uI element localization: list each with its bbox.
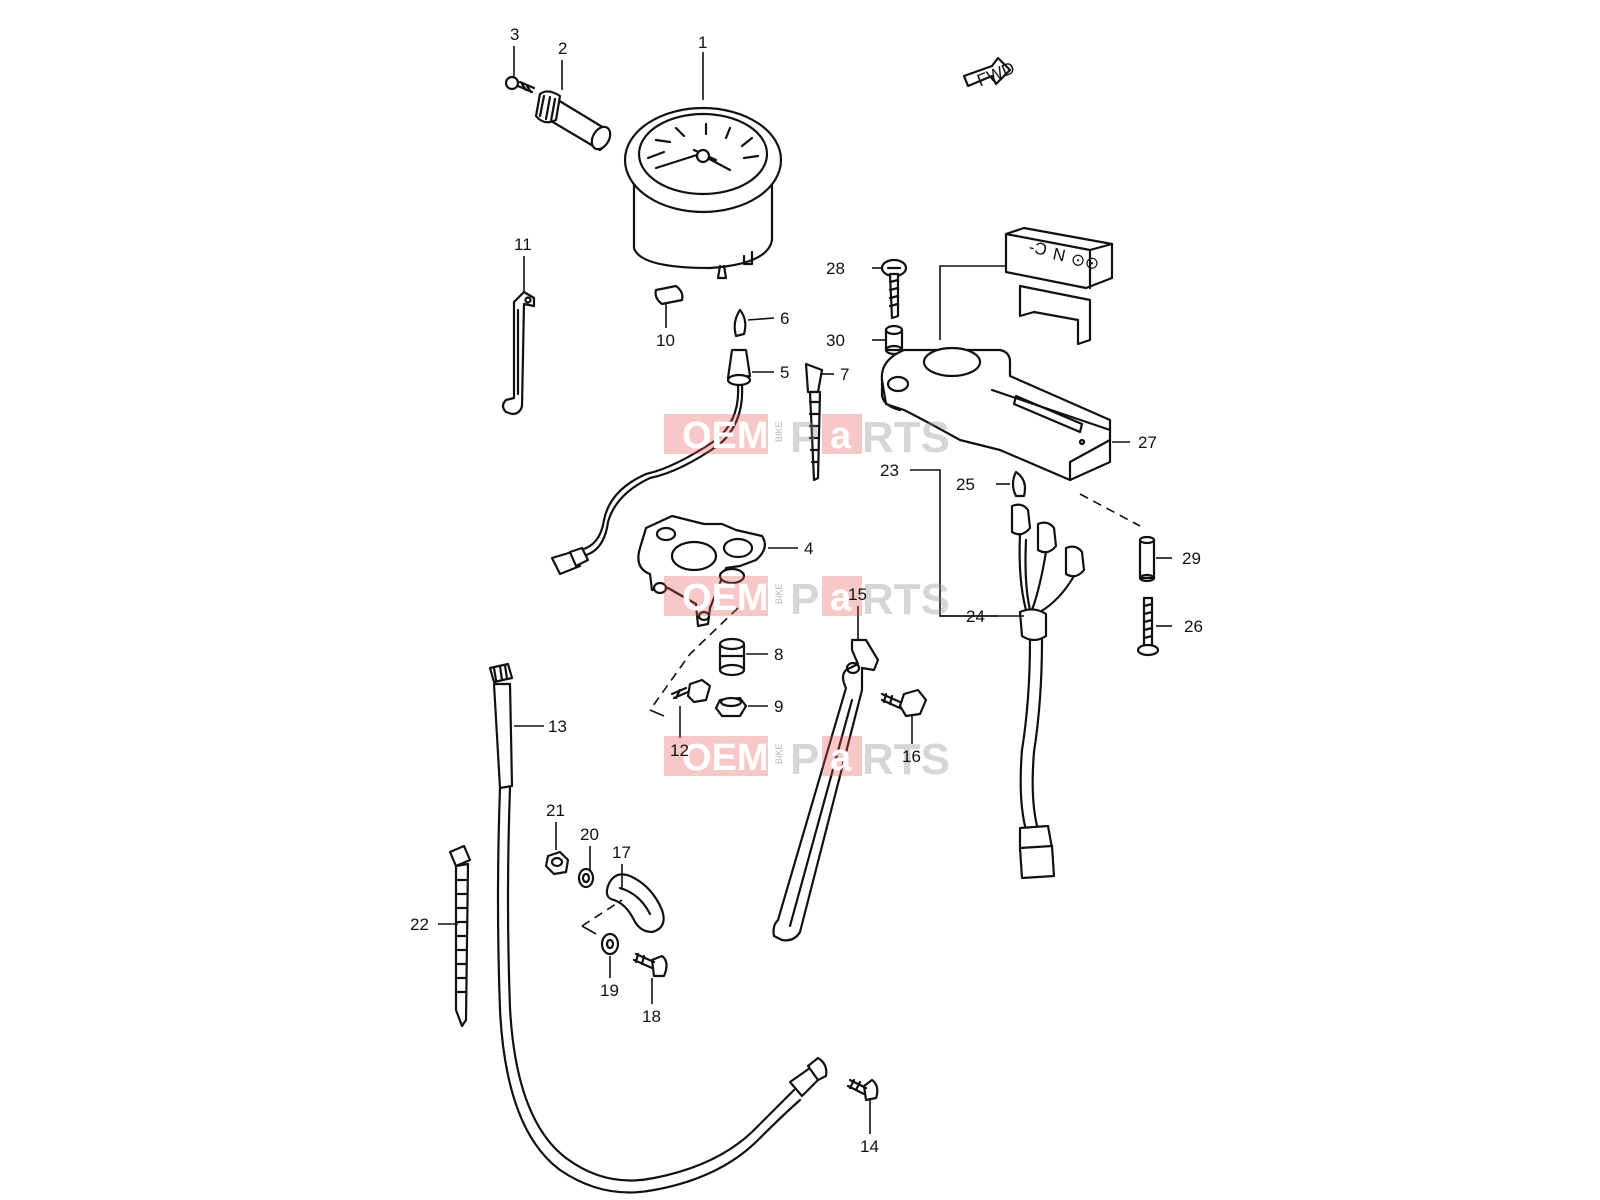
washer-part-19 bbox=[600, 932, 620, 956]
callout-14: 14 bbox=[860, 1137, 879, 1156]
callout-7: 7 bbox=[840, 365, 849, 384]
watermark-middle: OEM BIKE P a RTS bbox=[664, 575, 950, 624]
bolt-part-16 bbox=[880, 688, 928, 718]
indicator-symbol-neutral-high: -Ͻ bbox=[1027, 237, 1049, 259]
fwd-label: FWD bbox=[974, 58, 1017, 90]
callout-10: 10 bbox=[656, 331, 675, 350]
callout-30: 30 bbox=[826, 331, 845, 350]
callout-13: 13 bbox=[548, 717, 567, 736]
watermark-top: OEM BIKE P a RTS bbox=[664, 413, 950, 462]
callout-18: 18 bbox=[642, 1007, 661, 1026]
bolt-part-12 bbox=[670, 678, 712, 704]
wire-harness-part-24 bbox=[1010, 503, 1086, 880]
callout-25: 25 bbox=[956, 475, 975, 494]
callout-22: 22 bbox=[410, 915, 429, 934]
svg-text:OEM: OEM bbox=[682, 737, 769, 779]
indicator-lens: -Ͻ N ⊙⊙ bbox=[1004, 226, 1114, 346]
svg-text:a: a bbox=[830, 577, 852, 619]
svg-text:RTS: RTS bbox=[862, 413, 950, 462]
svg-text:BIKE: BIKE bbox=[774, 743, 784, 764]
nut-part-9 bbox=[714, 696, 748, 718]
spacer-part-30 bbox=[884, 324, 904, 356]
svg-text:a: a bbox=[830, 737, 852, 779]
callout-21: 21 bbox=[546, 801, 565, 820]
svg-text:P: P bbox=[790, 575, 819, 624]
cable-tie-part-22 bbox=[448, 844, 472, 1028]
svg-text:RTS: RTS bbox=[862, 735, 950, 784]
callout-labels: 1 2 3 4 5 6 7 8 9 10 11 12 13 14 15 16 1… bbox=[410, 25, 1203, 1156]
speedo-cable-part-13 bbox=[488, 662, 828, 1194]
cable-tie-part-7 bbox=[804, 362, 824, 482]
screw-part-3 bbox=[504, 75, 536, 94]
bracket-part-15 bbox=[772, 638, 880, 942]
callout-20: 20 bbox=[580, 825, 599, 844]
svg-text:OEM: OEM bbox=[682, 577, 769, 619]
callout-26: 26 bbox=[1184, 617, 1203, 636]
bulb-part-25 bbox=[1011, 470, 1027, 498]
callout-17: 17 bbox=[612, 843, 631, 862]
callout-19: 19 bbox=[600, 981, 619, 1000]
bracket-part-4 bbox=[637, 514, 767, 628]
watermark-bottom: OEM BIKE P a RTS bbox=[664, 735, 950, 784]
screw-part-28 bbox=[880, 258, 908, 320]
callout-29: 29 bbox=[1182, 549, 1201, 568]
callout-4: 4 bbox=[804, 539, 813, 558]
callout-27: 27 bbox=[1138, 433, 1157, 452]
strap-part-11 bbox=[501, 290, 536, 416]
svg-text:BIKE: BIKE bbox=[774, 583, 784, 604]
callout-28: 28 bbox=[826, 259, 845, 278]
callout-24: 24 bbox=[966, 607, 985, 626]
washer-part-20 bbox=[577, 867, 595, 889]
svg-text:P: P bbox=[790, 735, 819, 784]
screw-part-26 bbox=[1136, 596, 1160, 657]
grommet-part-8 bbox=[718, 637, 746, 677]
indicator-symbol-neutral: N bbox=[1051, 244, 1067, 265]
callout-5: 5 bbox=[780, 363, 789, 382]
svg-text:OEM: OEM bbox=[682, 415, 769, 457]
cable-adapter-part-2 bbox=[534, 90, 612, 152]
callout-6: 6 bbox=[780, 309, 789, 328]
callout-9: 9 bbox=[774, 697, 783, 716]
screw-part-14 bbox=[846, 1078, 879, 1102]
nut-part-21 bbox=[544, 850, 570, 876]
indicator-housing-part-27 bbox=[880, 346, 1112, 482]
callout-23: 23 bbox=[880, 461, 899, 480]
socket-part-5 bbox=[550, 348, 752, 576]
svg-text:P: P bbox=[790, 413, 819, 462]
bulb-part-6 bbox=[733, 308, 747, 338]
callout-3: 3 bbox=[510, 25, 519, 44]
leader-lines bbox=[438, 46, 1172, 1134]
speedometer-part-1 bbox=[623, 106, 783, 280]
callout-1: 1 bbox=[698, 33, 707, 52]
clamp-part-17 bbox=[605, 873, 665, 934]
callout-11: 11 bbox=[514, 235, 532, 254]
callout-8: 8 bbox=[774, 645, 783, 664]
screw-part-18 bbox=[632, 952, 668, 978]
svg-text:RTS: RTS bbox=[862, 575, 950, 624]
callout-2: 2 bbox=[558, 39, 567, 58]
callout-16: 16 bbox=[902, 747, 921, 766]
cap-part-10 bbox=[654, 284, 684, 306]
fwd-arrow-icon: FWD bbox=[962, 56, 1017, 90]
callout-12: 12 bbox=[670, 741, 689, 760]
spacer-part-29 bbox=[1138, 535, 1156, 583]
callout-15: 15 bbox=[848, 585, 867, 604]
svg-text:BIKE: BIKE bbox=[774, 421, 784, 442]
svg-text:a: a bbox=[830, 415, 852, 457]
